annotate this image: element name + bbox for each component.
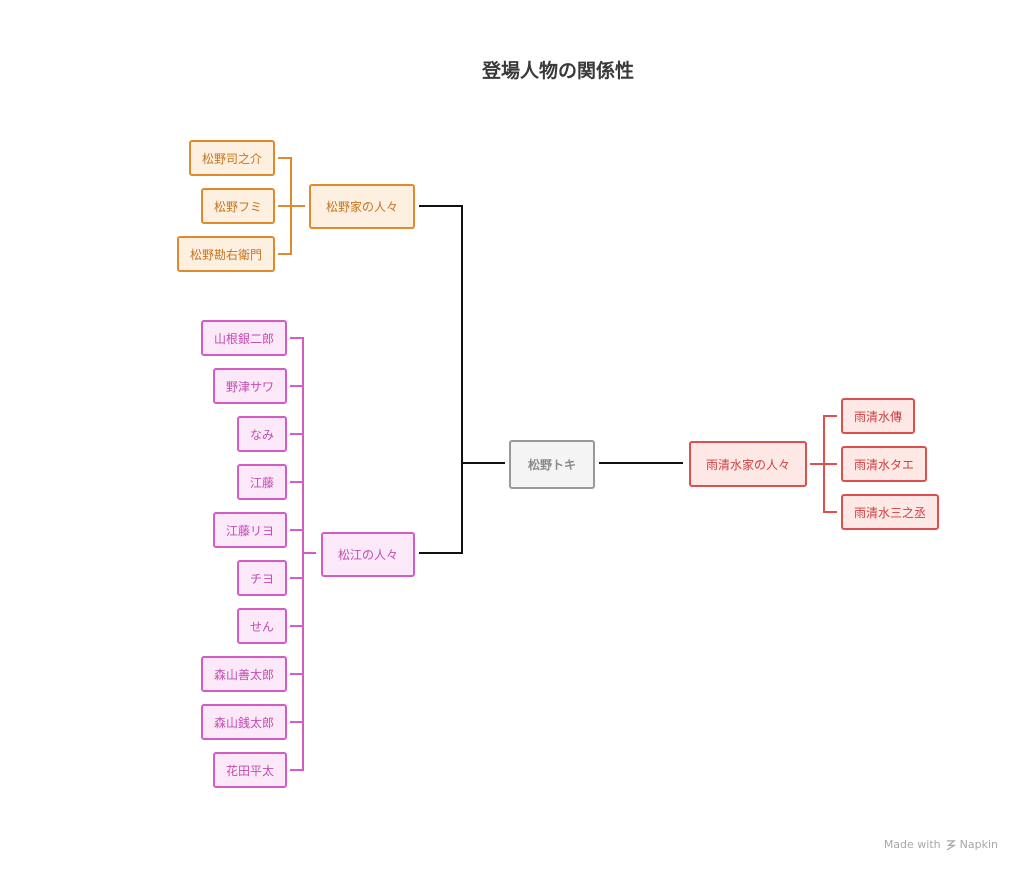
matsue-bracket: [290, 337, 316, 771]
member-chiyo[interactable]: チヨ: [237, 560, 287, 596]
group-matsue-people[interactable]: 松江の人々: [321, 532, 415, 577]
member-moriyama-zenitaro[interactable]: 森山銭太郎: [201, 704, 287, 740]
member-eto[interactable]: 江藤: [237, 464, 287, 500]
matsue-bracket-ticks: [290, 385, 303, 723]
matsue-bracket-spine: [290, 337, 304, 771]
diagram-title: 登場人物の関係性: [481, 60, 634, 82]
member-sen[interactable]: せん: [237, 608, 287, 644]
credit-prefix: Made with: [883, 838, 941, 851]
member-ameshimizu-tae[interactable]: 雨清水タエ: [841, 446, 927, 482]
group-ameshimizu-family[interactable]: 雨清水家の人々: [689, 441, 807, 487]
member-hanada-heita[interactable]: 花田平太: [213, 752, 287, 788]
ameshimizu-bracket: [810, 415, 837, 513]
member-ameshimizu-den[interactable]: 雨清水傳: [841, 398, 915, 434]
napkin-logo-icon: [946, 840, 956, 850]
left-branch-connector: [419, 205, 463, 554]
member-moriyama-zentaro[interactable]: 森山善太郎: [201, 656, 287, 692]
member-matsuno-tsukasanosuke[interactable]: 松野司之介: [189, 140, 275, 176]
member-eto-riyo[interactable]: 江藤リヨ: [213, 512, 287, 548]
member-notsu-sawa[interactable]: 野津サワ: [213, 368, 287, 404]
member-nami[interactable]: なみ: [237, 416, 287, 452]
credit-brand: Napkin: [959, 838, 998, 851]
made-with-credit[interactable]: Made with Napkin: [884, 838, 998, 851]
main-connectors: [419, 205, 683, 554]
center-matsuno-toki[interactable]: 松野トキ: [509, 440, 595, 489]
member-matsuno-kanemon[interactable]: 松野勘右衛門: [177, 236, 275, 272]
matsuno-bracket: [278, 157, 305, 255]
member-yamane-ginjiro[interactable]: 山根銀二郎: [201, 320, 287, 356]
group-matsuno-family[interactable]: 松野家の人々: [309, 184, 415, 229]
member-matsuno-fumi[interactable]: 松野フミ: [201, 188, 275, 224]
member-ameshimizu-sannojo[interactable]: 雨清水三之丞: [841, 494, 939, 530]
